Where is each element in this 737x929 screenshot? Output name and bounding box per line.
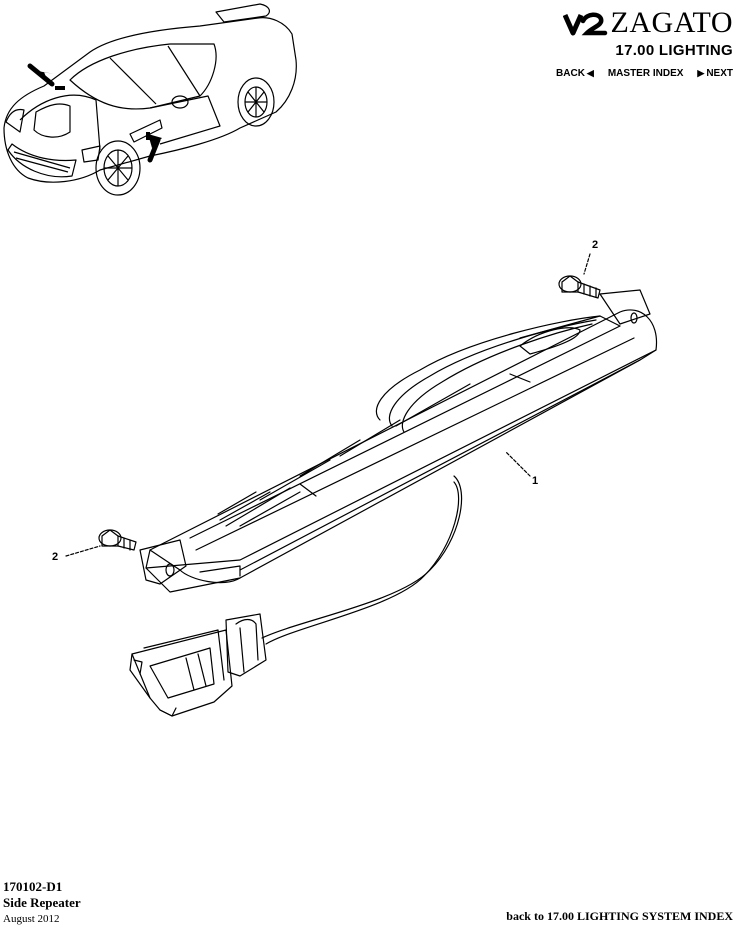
- back-to-index-link[interactable]: back to 17.00 LIGHTING SYSTEM INDEX: [506, 909, 733, 923]
- back-link[interactable]: BACK◀: [556, 68, 596, 79]
- next-link[interactable]: ▶NEXT: [695, 68, 733, 79]
- next-label: NEXT: [706, 68, 733, 79]
- wiring-loom: [261, 315, 601, 645]
- nav-bar: BACK◀ MASTER INDEX ▶NEXT: [556, 68, 733, 79]
- side-repeater-diagram: 2 2 1: [52, 239, 658, 717]
- master-index-link[interactable]: MASTER INDEX: [607, 68, 684, 79]
- section-title: 17.00 LIGHTING: [615, 42, 733, 59]
- part-name: Side Repeater: [3, 895, 81, 910]
- callout-label-part-2-upper: 2: [592, 239, 598, 251]
- part-code: 170102-D1: [3, 879, 63, 894]
- triangle-right-icon: ▶: [697, 68, 705, 78]
- side-repeater-lamp: [139, 289, 658, 593]
- callout-label-part-1: 1: [532, 475, 538, 487]
- part-info: 170102-D1 Side Repeater August 2012: [3, 879, 81, 927]
- callout-label-part-2-lower: 2: [52, 551, 58, 563]
- publication-date: August 2012: [3, 913, 60, 925]
- brand-header: ZAGATO: [562, 6, 733, 40]
- screw-lower: [98, 529, 137, 551]
- triangle-left-icon: ◀: [586, 68, 594, 78]
- brand-title: ZAGATO: [610, 6, 733, 39]
- wiring-connector: [129, 613, 267, 717]
- car-location-thumbnail: [3, 3, 297, 196]
- v12-logo-icon: [562, 12, 607, 36]
- back-label: BACK: [556, 68, 585, 79]
- screw-upper: [558, 275, 601, 299]
